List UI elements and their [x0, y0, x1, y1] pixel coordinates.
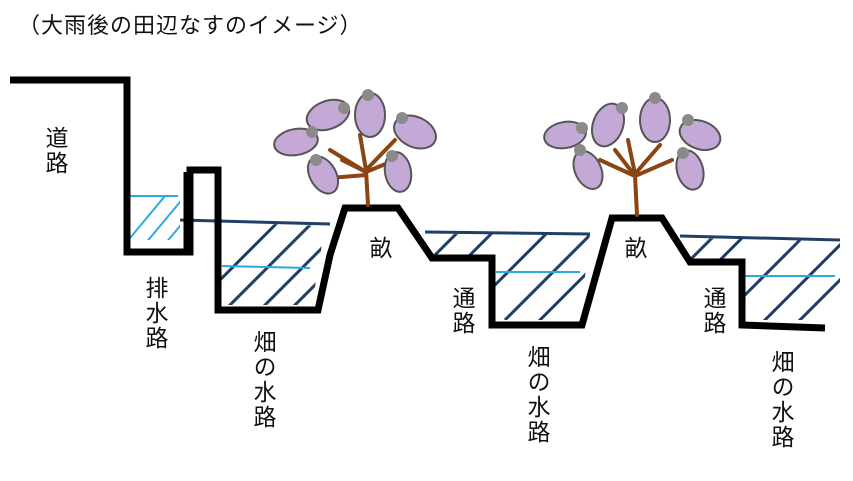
label-path-1: 通路	[448, 286, 474, 336]
label-road: 道路	[41, 126, 67, 176]
label-field-water-3: 畑の水路	[767, 350, 793, 450]
eggplant-plant-icon	[543, 92, 722, 217]
label-field-water-2: 畑の水路	[523, 345, 549, 445]
label-ridge-2: 畝	[620, 236, 646, 261]
water-hatch-field1	[218, 222, 325, 305]
label-field-water-1: 畑の水路	[249, 330, 275, 430]
label-drain: 排水路	[141, 276, 167, 351]
eggplant-plant-icon	[273, 89, 437, 207]
diagram-title: （大雨後の田辺なすのイメージ）	[18, 14, 363, 39]
label-ridge-1: 畝	[365, 236, 391, 261]
water-hatch-drain	[130, 196, 180, 240]
water-surface-lines	[179, 218, 841, 242]
water-line-field1	[221, 265, 311, 269]
ground-profile	[10, 76, 826, 332]
label-path-2: 通路	[699, 286, 725, 336]
